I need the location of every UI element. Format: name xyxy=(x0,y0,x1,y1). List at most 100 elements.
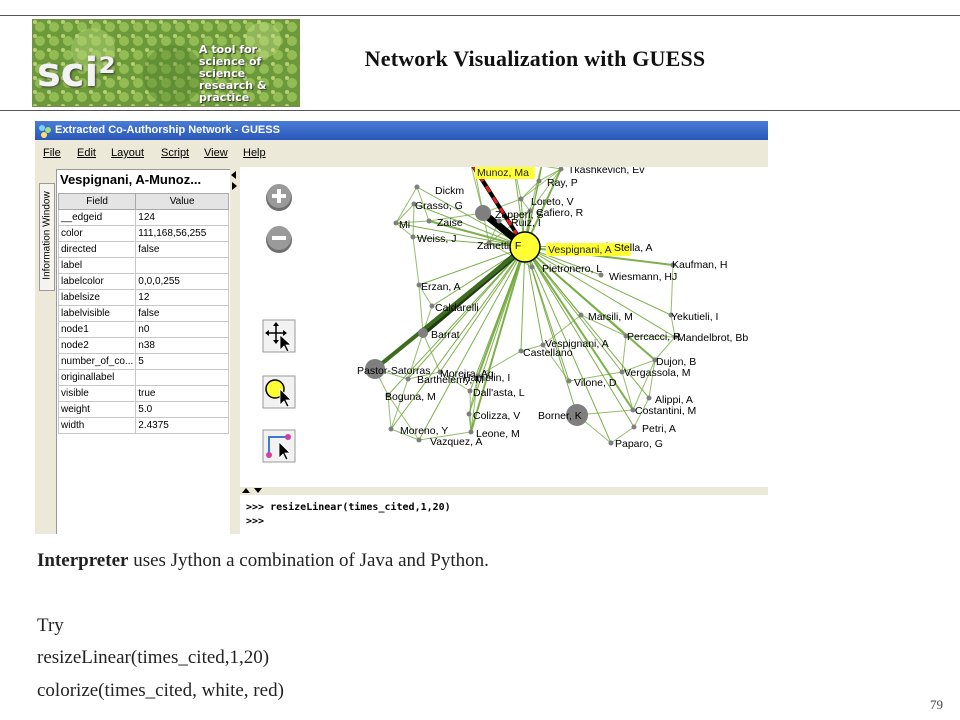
graph-node[interactable] xyxy=(598,272,604,278)
graph-node[interactable] xyxy=(466,411,472,417)
menu-layout[interactable]: Layout xyxy=(111,147,144,159)
graph-node[interactable] xyxy=(558,167,564,172)
edge[interactable] xyxy=(520,246,526,352)
field-cell[interactable]: weight xyxy=(57,401,137,418)
edge[interactable] xyxy=(621,371,634,411)
graph-node[interactable] xyxy=(623,333,629,339)
console-prompt[interactable]: >>> xyxy=(246,516,265,527)
edge[interactable] xyxy=(524,246,672,316)
value-cell[interactable]: true xyxy=(135,385,229,402)
edge[interactable] xyxy=(412,236,420,286)
edge[interactable] xyxy=(621,359,656,373)
graph-node[interactable] xyxy=(365,359,385,379)
edge[interactable] xyxy=(470,246,526,433)
edge[interactable] xyxy=(469,246,526,392)
graph-node[interactable] xyxy=(540,342,546,348)
zoom-out-icon[interactable] xyxy=(262,223,296,257)
graph-node[interactable] xyxy=(418,328,428,338)
edge[interactable] xyxy=(395,203,415,224)
edge[interactable] xyxy=(390,378,409,430)
edge[interactable] xyxy=(524,246,650,399)
value-cell[interactable]: 5 xyxy=(135,353,229,370)
move-tool-icon[interactable] xyxy=(262,319,296,353)
field-cell[interactable]: label xyxy=(57,257,137,274)
edge[interactable] xyxy=(390,246,526,430)
node-select-icon[interactable] xyxy=(262,375,296,409)
value-cell[interactable] xyxy=(135,257,229,274)
menu-help[interactable]: Help xyxy=(243,147,266,159)
menu-file[interactable]: File xyxy=(43,147,61,159)
edge[interactable] xyxy=(524,246,612,444)
value-cell[interactable]: 5.0 xyxy=(135,401,229,418)
edge[interactable] xyxy=(488,210,531,244)
edge[interactable] xyxy=(422,332,441,373)
graph-node[interactable] xyxy=(429,303,435,309)
edge[interactable] xyxy=(625,335,676,338)
edge[interactable] xyxy=(387,394,420,441)
value-cell[interactable]: 124 xyxy=(135,209,229,226)
zoom-in-icon[interactable] xyxy=(262,181,296,215)
menu-edit[interactable]: Edit xyxy=(77,147,96,159)
graph-node[interactable] xyxy=(631,424,637,430)
field-cell[interactable]: originallabel xyxy=(57,369,137,386)
graph-node[interactable] xyxy=(608,440,614,446)
edge[interactable] xyxy=(538,168,562,182)
menu-script[interactable]: Script xyxy=(161,147,189,159)
edge[interactable] xyxy=(477,350,522,377)
edge[interactable] xyxy=(524,246,544,346)
edge[interactable] xyxy=(542,344,570,382)
edge[interactable] xyxy=(413,203,526,248)
graph-node[interactable] xyxy=(467,388,473,394)
graph-node[interactable] xyxy=(410,234,416,240)
table-row[interactable]: number_of_co...5 xyxy=(57,353,229,370)
heavy-edge[interactable] xyxy=(373,245,527,371)
graph-node[interactable] xyxy=(566,378,572,384)
edge[interactable] xyxy=(524,246,634,411)
graph-node[interactable] xyxy=(385,392,391,398)
field-cell[interactable]: node1 xyxy=(57,321,137,338)
edge[interactable] xyxy=(529,168,562,212)
edge[interactable] xyxy=(513,167,562,170)
edge[interactable] xyxy=(632,359,656,411)
graph-node[interactable] xyxy=(509,231,541,263)
edge[interactable] xyxy=(542,314,582,346)
edge[interactable] xyxy=(538,167,543,182)
edge[interactable] xyxy=(390,428,420,441)
field-cell[interactable]: labelcolor xyxy=(57,273,137,290)
edge[interactable] xyxy=(580,314,627,337)
graph-node[interactable] xyxy=(518,348,524,354)
column-header-field[interactable]: Field xyxy=(57,193,137,210)
graph-node[interactable] xyxy=(672,334,678,340)
graph-node[interactable] xyxy=(437,369,443,375)
value-cell[interactable]: 2.4375 xyxy=(135,417,229,434)
edge[interactable] xyxy=(416,186,526,248)
highlighted-edge-layer[interactable] xyxy=(373,167,528,371)
value-cell[interactable]: false xyxy=(135,305,229,322)
edge[interactable] xyxy=(418,284,424,334)
graph-node[interactable] xyxy=(646,395,652,401)
edge[interactable] xyxy=(470,375,479,433)
edge[interactable] xyxy=(395,222,526,248)
interpreter-console[interactable]: >>> resizeLinear(times_cited,1,20) >>> xyxy=(240,495,768,534)
edge[interactable] xyxy=(395,222,414,238)
column-header-value[interactable]: Value xyxy=(135,193,229,210)
edge[interactable] xyxy=(524,246,635,428)
value-cell[interactable] xyxy=(135,369,229,386)
edge[interactable] xyxy=(610,426,635,444)
expand-down-icon[interactable] xyxy=(254,488,262,493)
edge[interactable] xyxy=(654,336,676,361)
edge[interactable] xyxy=(524,246,656,361)
graph-node[interactable] xyxy=(416,437,422,443)
graph-node[interactable] xyxy=(414,184,420,190)
edge[interactable] xyxy=(412,203,415,238)
graph-node[interactable] xyxy=(578,312,584,318)
edge[interactable] xyxy=(416,186,430,222)
edge[interactable] xyxy=(418,246,526,441)
